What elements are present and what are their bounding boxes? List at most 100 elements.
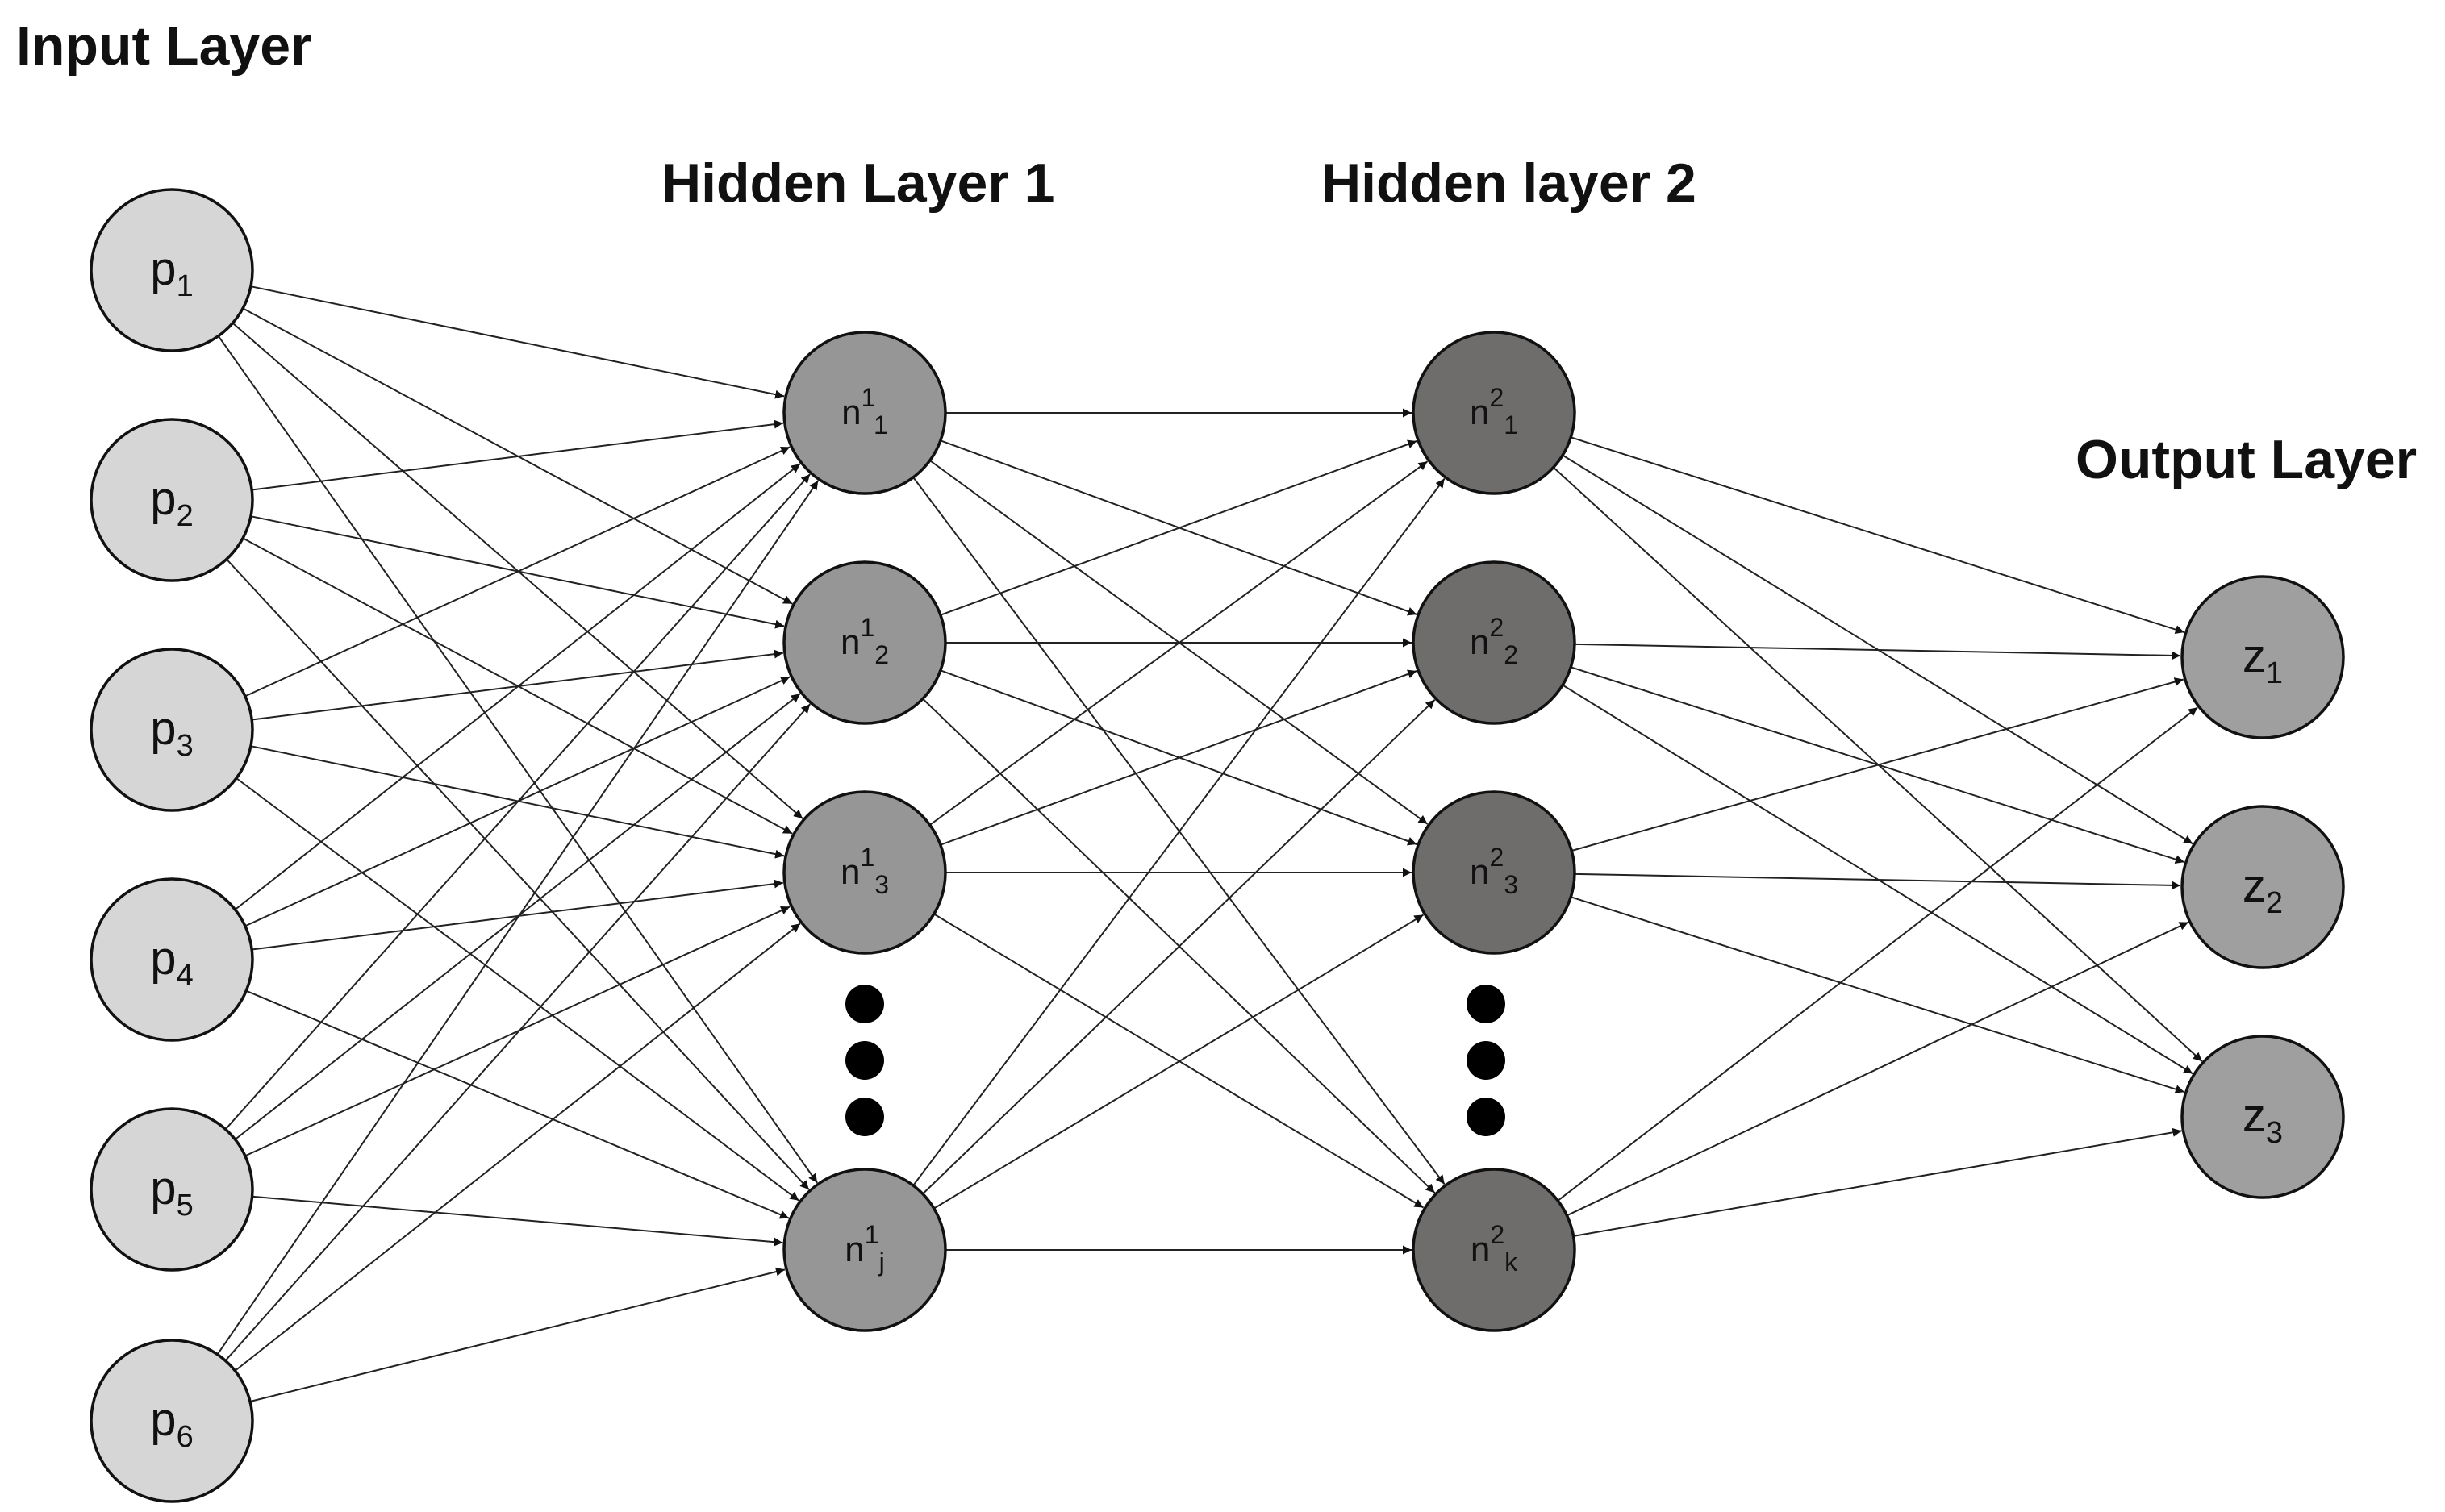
neuron-label-p3: p3 [150,702,193,763]
neuron-label-p4: p4 [150,932,193,993]
neuron-label-subscript: 1 [2266,656,2283,690]
neuron-h1_1: n11 [782,331,947,495]
hidden-layer-2-title: Hidden layer 2 [1321,152,1696,214]
neuron-label-subscript: 2 [874,640,889,669]
connection-h2_3-to-z2 [1574,873,2181,890]
hidden-layer-2-ellipsis-dot-3 [1467,1098,1505,1136]
connection-h2_1-to-z1 [1570,436,2185,635]
neuron-circle-z3 [2180,1035,2345,1199]
neuron-label-subscript: 4 [177,959,194,993]
input-layer-title: Input Layer [16,15,312,77]
connection-p5-to-h1_3 [244,906,791,1157]
neuron-p2: p2 [90,418,254,582]
neuron-label-superscript: 2 [1489,843,1504,872]
hidden-layer-2-ellipsis-dot-2 [1467,1041,1505,1080]
neuron-circle-h2_1 [1412,331,1576,495]
neuron-label-subscript: 3 [1504,870,1518,899]
neuron-circle-p3 [90,648,254,812]
neuron-p1: p1 [90,188,254,352]
neuron-label-base: n [845,1230,864,1269]
connection-h1_2-to-h2_1 [940,439,1417,616]
hidden-layer-1-ellipsis-dot-1 [845,985,884,1023]
neuron-label-superscript: 1 [865,1220,879,1249]
connection-h1_j-to-h2_1 [912,477,1446,1186]
neuron-label-superscript: 2 [1489,613,1504,642]
neuron-circle-h1_3 [782,790,947,955]
connection-h1_j-to-h2_2 [922,699,1436,1195]
neuron-label-base: n [841,393,861,432]
neuron-label-superscript: 1 [860,843,874,872]
neuron-label-subscript: 2 [2266,886,2283,920]
connection-p5-to-h1_1 [224,473,811,1131]
neuron-label-p5: p5 [150,1162,193,1223]
neuron-h2_k: n2k [1412,1168,1576,1332]
connection-p6-to-h1_j [249,1267,786,1402]
neuron-h2_2: n22 [1412,560,1576,725]
ellipsis-dots [845,985,1505,1136]
neuron-label-h2_3: n23 [1470,843,1518,899]
neuron-circle-p1 [90,188,254,352]
connection-h1_j-to-h2_3 [933,914,1425,1210]
connection-p2-to-h1_1 [252,419,783,491]
connection-p4-to-h1_j [245,989,790,1219]
hidden-layer-1-ellipsis-dot-3 [845,1098,884,1136]
neuron-h1_3: n13 [782,790,947,955]
neuron-z3: z3 [2180,1035,2345,1199]
connection-p3-to-h1_j [236,777,800,1202]
neuron-label-subscript: 1 [1504,410,1518,439]
neuron-label-p2: p2 [150,473,193,533]
neuron-label-h1_1: n11 [841,383,888,439]
neurons: p1p2p3p4p5p6n11n12n13n1jn21n22n23n2kz1z2… [90,188,2345,1503]
neuron-label-subscript: 6 [177,1420,194,1454]
neuron-label-subscript: 1 [874,410,888,439]
neuron-circle-p2 [90,418,254,582]
neuron-circle-h2_2 [1412,560,1576,725]
connection-h1_3-to-h2_2 [940,669,1417,846]
output-layer-title: Output Layer [2076,429,2417,490]
neuron-h1_2: n12 [782,560,947,725]
neuron-label-subscript: 2 [177,499,194,533]
neuron-label-base: n [841,623,860,662]
connection-p6-to-h1_1 [216,480,820,1356]
connection-p6-to-h1_3 [234,923,801,1372]
neuron-circle-h1_j [782,1168,947,1332]
neuron-label-h2_k: n2k [1471,1220,1518,1277]
neuron-label-base: p [150,473,176,525]
neuron-label-base: p [150,1162,176,1214]
neuron-label-h1_3: n13 [841,843,889,899]
connection-h1_3-to-h2_1 [929,460,1429,826]
neuron-label-h1_2: n12 [841,613,889,669]
neuron-circle-h1_2 [782,560,947,725]
neuron-label-z3: z3 [2243,1089,2283,1150]
connection-p3-to-h1_1 [244,446,791,698]
neuron-label-base: p [150,243,176,295]
neuron-label-subscript: 5 [177,1189,194,1223]
neuron-label-subscript: 3 [177,729,194,763]
neuron-label-superscript: 1 [860,613,874,642]
neuron-label-z2: z2 [2243,860,2283,920]
neuron-label-p6: p6 [150,1393,193,1454]
connection-h2_k-to-z1 [1557,706,2198,1202]
neuron-label-base: n [1470,852,1489,892]
neuron-label-p1: p1 [150,243,193,303]
neuron-circle-z2 [2180,805,2345,969]
neuron-label-superscript: 1 [862,383,875,412]
neuron-p4: p4 [90,877,254,1042]
neuron-label-superscript: 2 [1490,1220,1504,1249]
neuron-label-subscript: 1 [177,269,194,303]
neuron-label-base: z [2243,630,2266,682]
neuron-z1: z1 [2180,575,2345,739]
neuron-label-base: n [1470,393,1489,432]
neuron-p6: p6 [90,1339,254,1503]
neuron-label-base: p [150,1393,176,1446]
neuron-label-base: p [150,932,176,985]
hidden-layer-1-title: Hidden Layer 1 [661,152,1055,214]
neuron-circle-h2_3 [1412,790,1576,955]
neuron-p3: p3 [90,648,254,812]
connection-p1-to-h1_1 [250,285,785,399]
connection-p2-to-h1_j [226,558,810,1190]
hidden-layer-1-ellipsis-dot-2 [845,1041,884,1080]
neuron-label-base: n [1471,1230,1490,1269]
neuron-label-subscript: j [878,1248,885,1277]
